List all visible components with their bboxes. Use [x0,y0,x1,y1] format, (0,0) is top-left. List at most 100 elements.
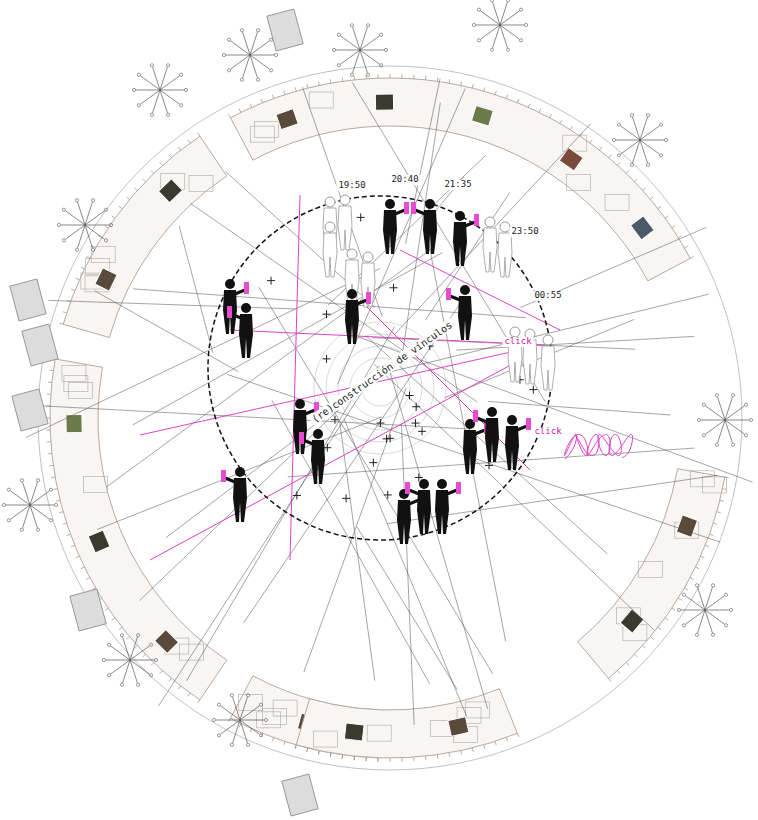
tick-mark [484,87,485,91]
burst-spoke [500,25,519,39]
tick-mark [690,257,694,259]
tick-mark [67,534,71,535]
cross-marker [418,427,426,435]
person-silhouette [299,429,325,484]
tick-mark [539,109,541,113]
magenta-device [244,282,249,294]
figure-arm [235,290,245,294]
tick-mark [635,179,638,182]
burst-dot [246,743,249,746]
burst-spoke [106,660,130,661]
sketch-frame [605,195,629,211]
burst-spoke [500,11,519,25]
tick-mark [51,477,55,479]
figure-body [458,296,472,340]
burst-dot [711,633,714,636]
burst-spoke [701,420,725,421]
magenta-device [473,410,478,422]
burst-dot [744,434,747,437]
cross-marker [390,284,398,292]
tick-mark [723,488,727,490]
tick-mark [413,75,414,79]
tick-mark [342,77,344,81]
burst-spoke [240,706,259,720]
burst-spoke [30,505,54,506]
burst-spoke [153,67,160,90]
star-burst [612,114,667,167]
figure-body [383,210,397,254]
tick-mark [684,588,687,590]
figure-body [453,222,467,266]
burst-spoke [160,90,184,91]
hand-photo [267,9,303,51]
burst-dot [477,39,480,42]
burst-spoke [243,32,250,55]
burst-dot [62,208,65,211]
timeline-band [578,469,725,679]
tick-mark [342,755,344,759]
burst-dot [120,634,123,637]
tick-mark [506,737,507,741]
star-burst [332,24,387,77]
tick-mark [239,724,241,728]
figure-body [541,346,555,390]
tick-mark [295,745,296,749]
figure-body [345,260,359,304]
tick-mark [449,79,451,83]
connection-line [304,388,406,672]
burst-dot [107,643,110,646]
sketch-frame [263,709,287,725]
figure-arm [450,296,460,300]
outer-ring [38,66,742,770]
burst-spoke [231,41,250,55]
magenta-lines [140,195,560,560]
photo-thumbnail [276,109,298,130]
tick-mark [437,77,439,81]
tick-mark [643,188,646,191]
burst-dot [366,73,369,76]
magenta-line [400,250,560,330]
tick-mark [250,104,252,108]
tick-mark [690,578,694,580]
tick-mark [460,751,462,755]
hand-photo [10,279,46,321]
photo-thumbnail [448,717,469,737]
figure-head [455,211,465,221]
burst-spoke [681,610,705,611]
burst-spoke [640,140,664,141]
figure-body [239,314,253,358]
burst-spoke [123,660,130,683]
cross-marker [386,434,394,442]
burst-dot [154,658,157,661]
burst-spoke [493,2,500,25]
connection-line [344,418,467,716]
tick-mark [678,236,681,238]
cross-marker [323,355,331,363]
ghost-figure [338,195,352,250]
scribble [564,434,632,459]
burst-dot [149,674,152,677]
tick-mark [59,323,63,324]
burst-dot [274,53,277,56]
burst-spoke [705,610,712,633]
tick-mark [46,429,50,430]
burst-dot [472,23,475,26]
tick-mark [377,758,378,762]
tick-mark [366,757,367,761]
tick-mark [160,162,163,165]
burst-spoke [153,90,160,113]
burst-spoke [250,55,274,56]
burst-spoke [226,55,250,56]
tick-mark [250,729,252,733]
tick-mark [178,147,180,150]
burst-dot [659,123,662,126]
burst-dot [269,38,272,41]
burst-spoke [11,491,30,505]
tick-mark [709,534,713,535]
tick-mark [701,556,705,558]
burst-spoke [30,491,49,505]
magenta-device [366,292,371,304]
burst-spoke [85,211,104,225]
sketch-frame [273,700,297,716]
connection-line [226,172,375,307]
